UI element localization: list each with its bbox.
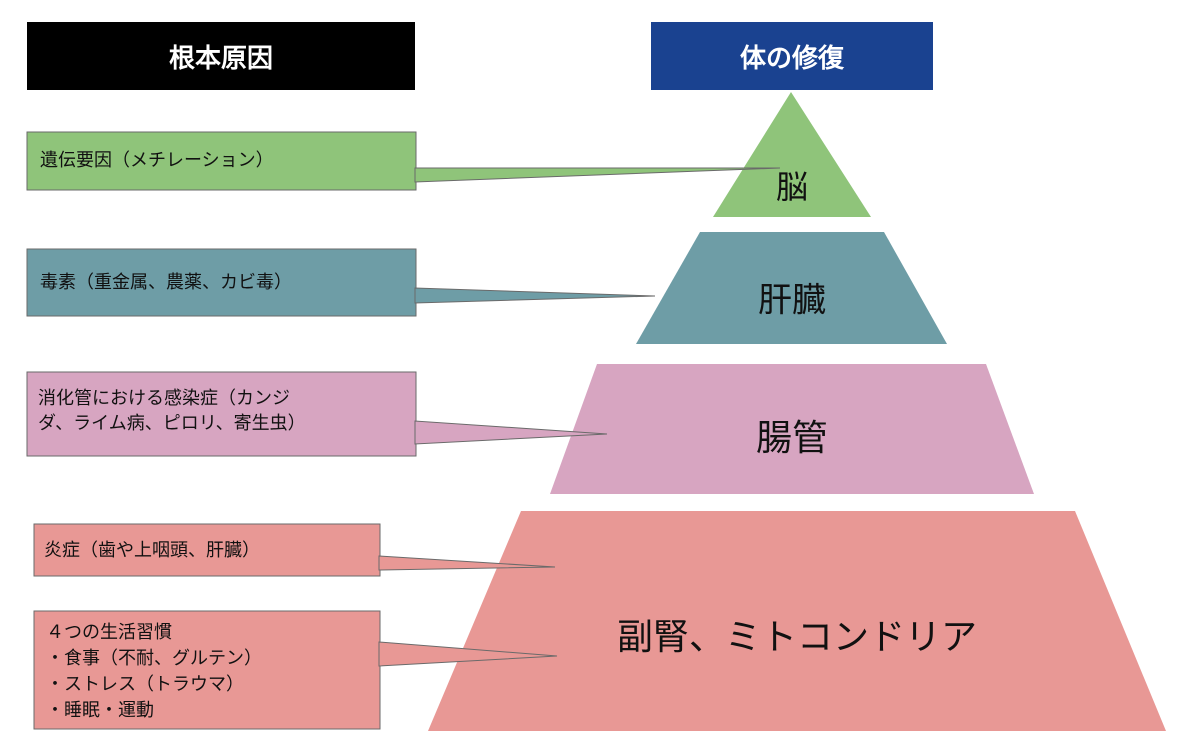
tier-adrenal-shape (428, 511, 1166, 731)
tier-brain-label: 脳 (775, 168, 809, 206)
cause-toxins-text: 毒素（重金属、農薬、カビ毒） (40, 270, 292, 295)
cause-line: 消化管における感染症（カンジ (38, 388, 290, 409)
tier-gut-label: 腸管 (755, 418, 829, 459)
cause-line: ダ、ライム病、ピロリ、寄生虫） (38, 413, 306, 434)
callout-genetic (26, 131, 781, 191)
cause-line: ・食事（不耐、グルテン） (46, 648, 262, 669)
tier-liver-label: 肝臓 (758, 280, 826, 321)
cause-line: ・睡眠・運動 (46, 700, 154, 721)
cause-line: 毒素（重金属、農薬、カビ毒） (40, 272, 292, 293)
callout-lifestyle (33, 610, 558, 730)
cause-infections-text: 消化管における感染症（カンジ ダ、ライム病、ピロリ、寄生虫） (38, 386, 306, 436)
tier-gut-shape (550, 364, 1034, 494)
tier-liver-shape (636, 232, 947, 344)
header-body-repair: 体の修復 (651, 22, 933, 90)
cause-line: 炎症（歯や上咽頭、肝臓） (44, 540, 260, 561)
callout-inflammation (33, 523, 556, 577)
cause-inflammation-text: 炎症（歯や上咽頭、肝臓） (44, 538, 260, 563)
header-root-causes: 根本原因 (27, 22, 415, 90)
cause-line: 遺伝要因（メチレーション） (40, 150, 274, 171)
cause-line: ・ストレス（トラウマ） (46, 674, 244, 695)
cause-lifestyle-text: ４つの生活習慣 ・食事（不耐、グルテン） ・ストレス（トラウマ） ・睡眠・運動 (46, 620, 262, 724)
cause-line: ４つの生活習慣 (46, 622, 172, 643)
callout-infections (26, 371, 608, 457)
tier-brain-shape (713, 92, 871, 217)
cause-genetic-text: 遺伝要因（メチレーション） (40, 148, 274, 173)
callout-toxins (26, 248, 656, 317)
tier-adrenal-label: 副腎、ミトコンドリア (616, 617, 978, 658)
